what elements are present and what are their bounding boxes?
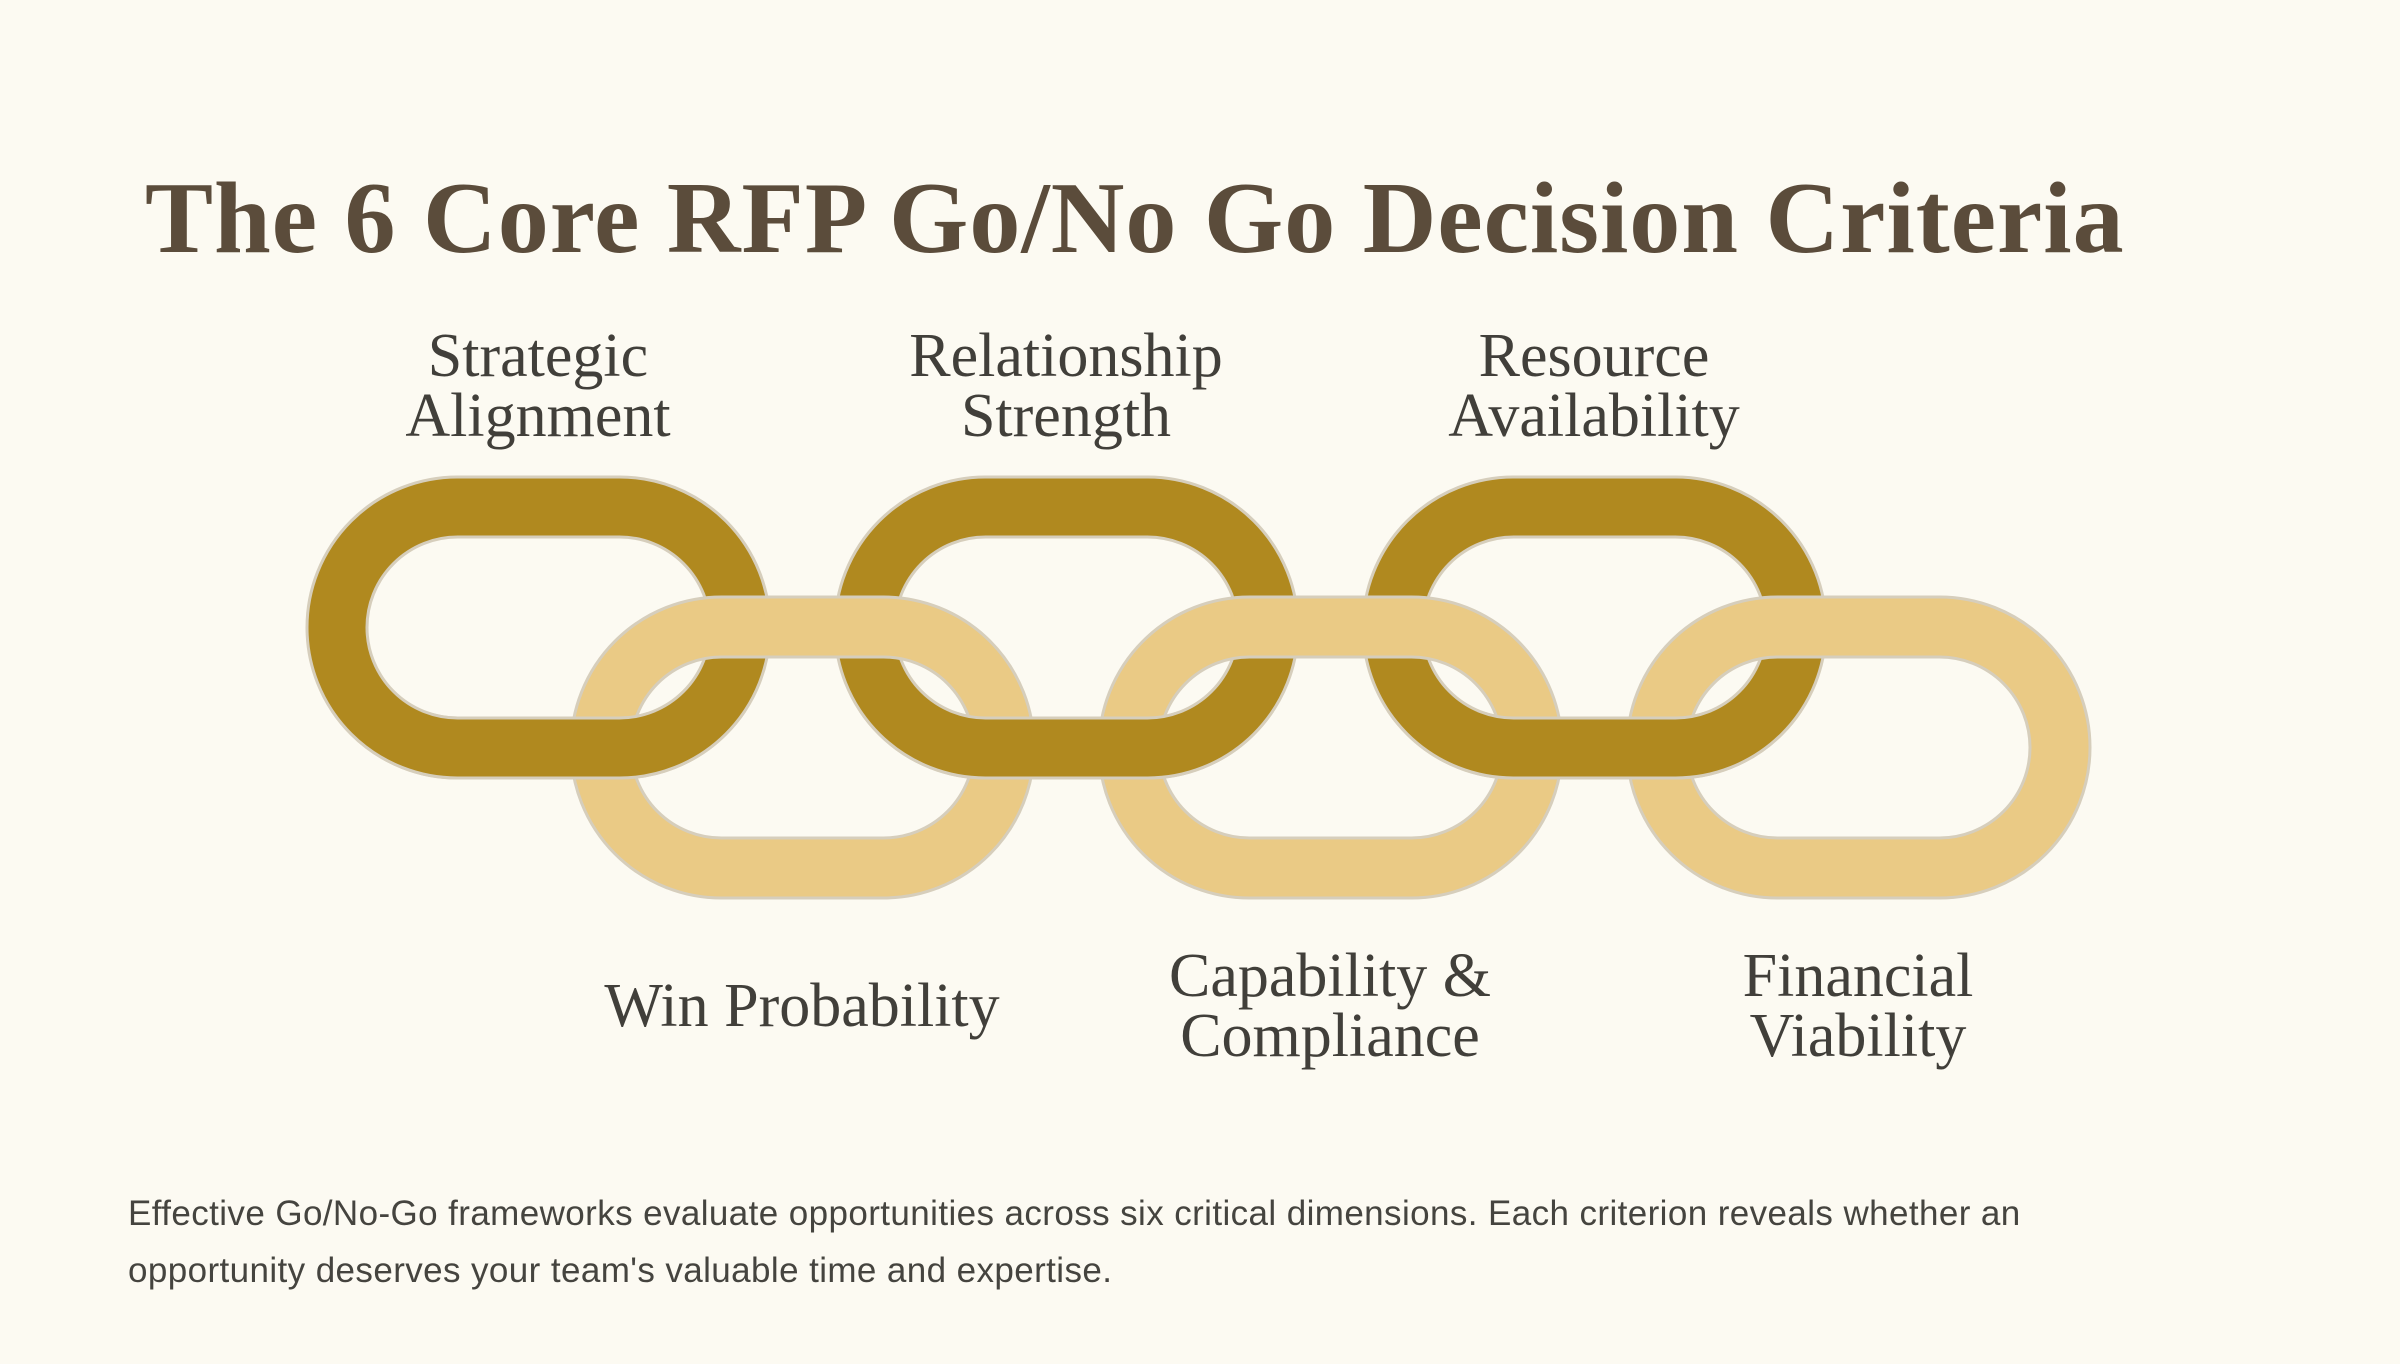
label-line: Capability &	[1168, 942, 1492, 1010]
label-line: Viability	[1749, 1002, 1967, 1070]
footer-line-1: Effective Go/No-Go frameworks evaluate o…	[128, 1194, 2021, 1233]
label-line: Alignment	[405, 382, 671, 450]
label-line: Strength	[960, 382, 1172, 450]
label-line: Financial	[1742, 942, 1974, 1010]
chain-weave-patch-1	[331, 712, 746, 780]
criterion-label-capability-compliance: Capability & Compliance	[1169, 942, 1491, 1070]
chain-weave-patch-3	[1387, 712, 1802, 780]
label-line: Win Probability	[604, 972, 1000, 1040]
footer-line-2: opportunity deserves your team's valuabl…	[128, 1251, 1113, 1290]
criterion-label-relationship-strength: Relationship Strength	[909, 322, 1222, 450]
label-line: Availability	[1448, 382, 1740, 450]
criterion-label-financial-viability: Financial Viability	[1743, 942, 1974, 1070]
footer-description: Effective Go/No-Go frameworks evaluate o…	[128, 1185, 2021, 1299]
criterion-label-resource-availability: Resource Availability	[1448, 322, 1740, 450]
label-line: Strategic	[427, 322, 649, 390]
criterion-label-strategic-alignment: Strategic Alignment	[405, 322, 670, 450]
criterion-label-win-probability: Win Probability	[604, 942, 999, 1070]
label-line: Resource	[1478, 322, 1710, 390]
label-line: Compliance	[1180, 1002, 1480, 1070]
page-title: The 6 Core RFP Go/No Go Decision Criteri…	[145, 162, 2125, 276]
chain-weave-patch-2	[859, 712, 1274, 780]
label-line: Relationship	[909, 322, 1223, 390]
